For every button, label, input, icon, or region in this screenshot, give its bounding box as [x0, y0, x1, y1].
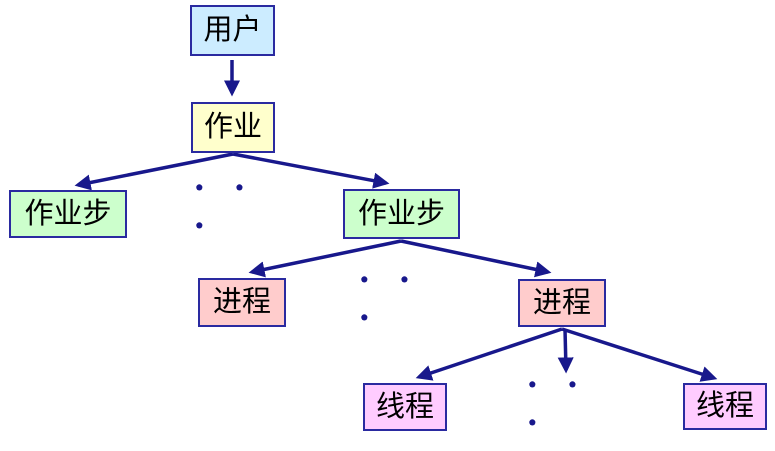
node-process-left-label: 进程 [212, 286, 271, 318]
node-process-right-label: 进程 [532, 286, 591, 319]
node-thread-left-label: 线程 [375, 390, 434, 423]
ellipsis-jobstep-row: · · · [193, 167, 255, 247]
node-jobstep-left-label: 作业步 [24, 197, 112, 230]
ellipsis-thread-row: · · · [526, 364, 588, 444]
node-process-right: 进程 [518, 279, 606, 327]
node-job: 作业 [191, 102, 275, 153]
node-jobstep-right-label: 作业步 [357, 197, 445, 230]
node-thread-right: 线程 [683, 383, 767, 430]
node-thread-right-label: 线程 [695, 390, 754, 422]
node-job-label: 作业 [203, 111, 262, 143]
node-jobstep-right: 作业步 [343, 189, 460, 239]
node-user: 用户 [190, 5, 275, 56]
node-thread-left: 线程 [363, 383, 447, 431]
ellipsis-process-row: · · · [358, 259, 420, 339]
node-user-label: 用户 [203, 14, 262, 46]
node-jobstep-left: 作业步 [9, 190, 127, 238]
node-process-left: 进程 [198, 278, 286, 327]
